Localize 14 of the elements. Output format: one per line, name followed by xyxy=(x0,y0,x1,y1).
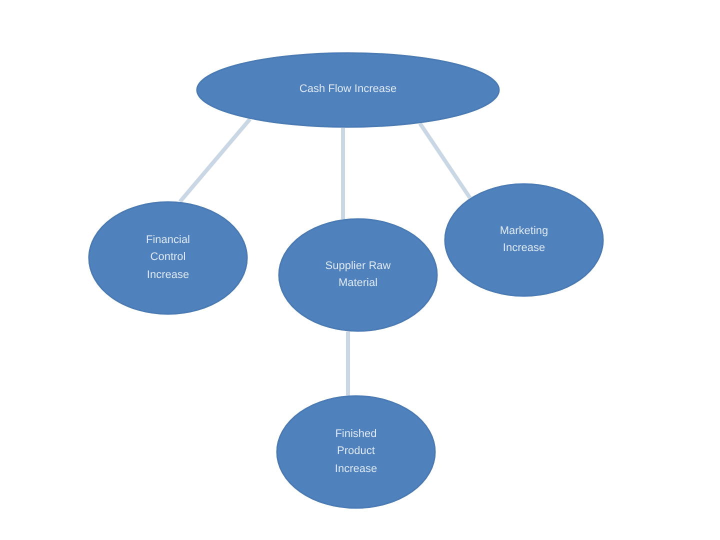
ellipse-node xyxy=(88,201,248,315)
connector-line xyxy=(346,332,350,396)
connector-line xyxy=(341,128,345,219)
node-label: Supplier Raw Material xyxy=(324,258,392,291)
node-label: Marketing Increase xyxy=(498,224,550,256)
node-label: Cash Flow Increase xyxy=(298,82,398,98)
node-label: Finished Product Increase xyxy=(334,427,378,477)
ellipse-node xyxy=(196,52,500,128)
ellipse-node xyxy=(278,218,438,332)
ellipse-node xyxy=(276,395,436,509)
connector-line xyxy=(418,122,472,200)
connector-line xyxy=(178,118,252,203)
ellipse-node xyxy=(444,183,604,297)
node-label: Financial Control Increase xyxy=(144,233,192,283)
